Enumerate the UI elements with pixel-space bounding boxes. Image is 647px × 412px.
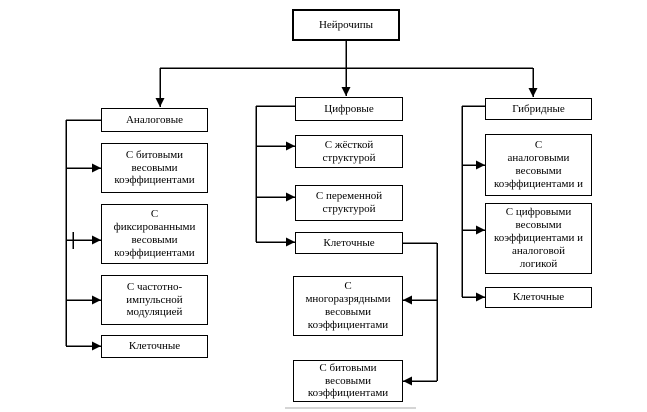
connector-hybrid-spine: [461, 105, 485, 302]
node-hybrid-digital-weights-analog-logic: С цифровыми весовыми коэффициентами и ан…: [485, 203, 592, 274]
node-digital-rigid-structure: С жёсткой структурой: [295, 135, 403, 168]
node-digital: Цифровые: [295, 97, 403, 121]
node-analog-pulse-frequency-modulation: С частотно- импульсной модуляцией: [101, 275, 208, 325]
node-digital-variable-structure: С переменной структурой: [295, 185, 403, 221]
connector-digital-cellular-children: [403, 242, 438, 386]
node-analog-bit-weights: С битовыми весовыми коэффициентами: [101, 143, 208, 193]
node-digital-bit-weights: С битовыми весовыми коэффициентами: [293, 360, 403, 402]
node-hybrid-cellular: Клеточные: [485, 287, 592, 308]
connector-analog-spine: [65, 119, 101, 351]
node-hybrid-analog-weights: С аналоговыми весовыми коэффициентами и: [485, 134, 592, 196]
node-digital-cellular: Клеточные: [295, 232, 403, 254]
node-analog-cellular: Клеточные: [101, 335, 208, 358]
node-analog: Аналоговые: [101, 108, 208, 132]
connector-digital-spine: [255, 105, 295, 247]
node-analog-fixed-weights: С фиксированными весовыми коэффициентами: [101, 204, 208, 264]
node-hybrid: Гибридные: [485, 98, 592, 120]
node-digital-multibit-weights: С многоразрядными весовыми коэффициентам…: [293, 276, 403, 336]
node-neurochips: Нейрочипы: [292, 9, 400, 41]
